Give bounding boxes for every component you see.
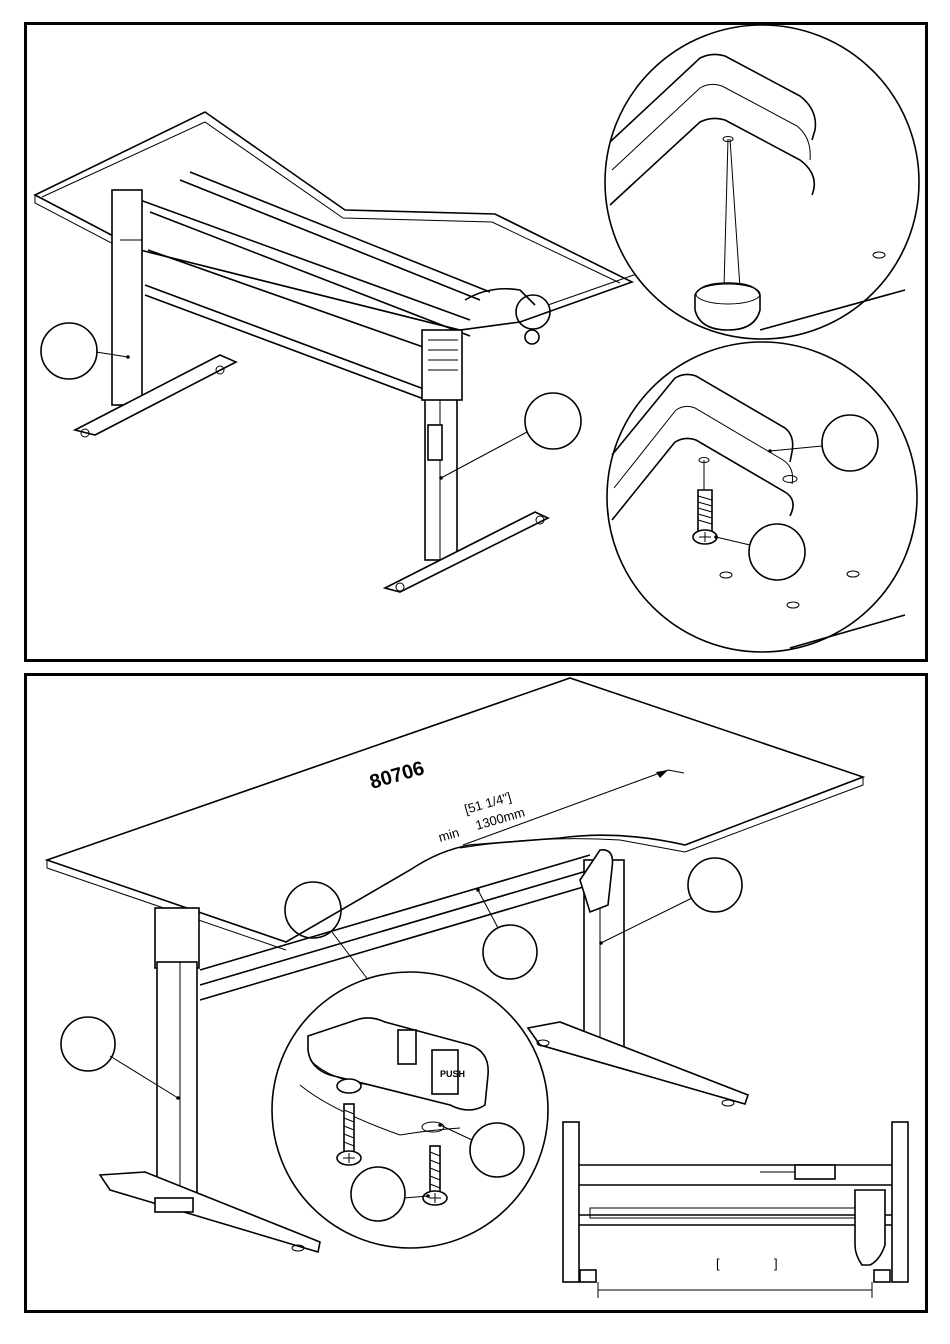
push-button-label: PUSH (440, 1069, 465, 1079)
bracket-close: ] (774, 1256, 778, 1271)
dimension-prefix: min (437, 825, 461, 845)
bracket-open: [ (716, 1256, 720, 1271)
model-number: 80706 (367, 757, 427, 793)
